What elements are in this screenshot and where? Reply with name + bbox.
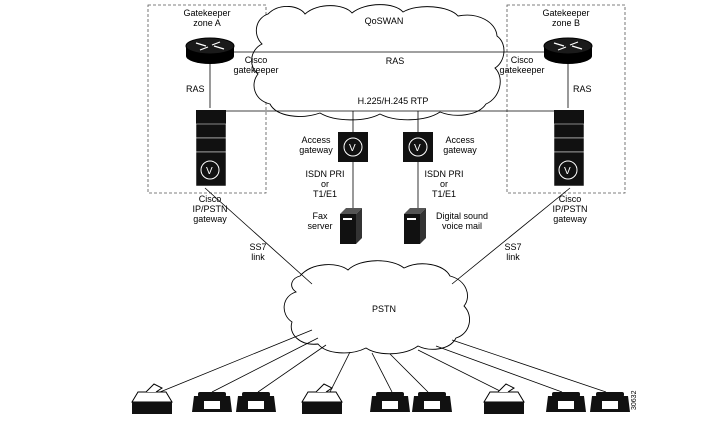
- router-icon: [543, 37, 593, 64]
- voicemail-label-1: Digital sound: [436, 211, 488, 221]
- phone-icon: [590, 392, 630, 412]
- ss7-left-label-2: link: [251, 252, 265, 262]
- ss7-right-line: [451, 187, 571, 285]
- zone-b-box: [506, 4, 626, 194]
- ras-label: RAS: [386, 56, 405, 66]
- zone-a-subtitle: zone A: [193, 18, 221, 28]
- isdn-right-label-1: ISDN PRI: [424, 169, 463, 179]
- phone-icon: [546, 392, 586, 412]
- access-left-label-2: gateway: [299, 145, 333, 155]
- pstn-drop-lines: [159, 329, 607, 393]
- phone-icon: [192, 392, 232, 412]
- fax-machine-icon: [483, 383, 525, 414]
- access-left-label-1: Access: [301, 135, 331, 145]
- isdn-left-label-1: ISDN PRI: [305, 169, 344, 179]
- phone-icon: [236, 392, 276, 412]
- terminals: [131, 383, 630, 414]
- fax-server-icon: [340, 208, 362, 244]
- gw-right-label-1: Cisco: [559, 194, 582, 204]
- fax-server-label-1: Fax: [312, 211, 328, 221]
- access-gateway-icon: V: [338, 132, 368, 162]
- access-right-label-1: Access: [445, 135, 475, 145]
- gk-right-label-1: Cisco: [511, 55, 534, 65]
- router-icon: [185, 37, 235, 64]
- svg-text:V: V: [206, 166, 213, 177]
- zone-b-subtitle: zone B: [552, 18, 580, 28]
- fax-machine-icon: [131, 383, 173, 414]
- phone-icon: [412, 392, 452, 412]
- h225-label: H.225/H.245 RTP: [358, 96, 429, 106]
- access-right-label-2: gateway: [443, 145, 477, 155]
- gk-left-label-1: Cisco: [245, 55, 268, 65]
- phone-icon: [370, 392, 410, 412]
- gateway-stack-icon: V: [553, 110, 585, 187]
- voicemail-server-icon: [404, 208, 426, 244]
- gw-right-label-3: gateway: [553, 214, 587, 224]
- figure-id: 30632: [631, 390, 638, 410]
- pstn-cloud-label: PSTN: [372, 304, 396, 314]
- isdn-right-label-2: or: [440, 179, 448, 189]
- ss7-right-label-1: SS7: [504, 242, 521, 252]
- ss7-left-label-1: SS7: [249, 242, 266, 252]
- wan-cloud: [251, 4, 505, 121]
- voicemail-label-2: voice mail: [442, 221, 482, 231]
- gw-left-label-3: gateway: [193, 214, 227, 224]
- ss7-right-label-2: link: [506, 252, 520, 262]
- ras-right-label: RAS: [573, 84, 592, 94]
- gk-right-label-2: gatekeeper: [499, 65, 544, 75]
- gk-left-label-2: gatekeeper: [233, 65, 278, 75]
- zone-a-title: Gatekeeper: [183, 8, 230, 18]
- fax-machine-icon: [301, 383, 343, 414]
- isdn-left-label-3: T1/E1: [313, 189, 337, 199]
- zone-b-title: Gatekeeper: [542, 8, 589, 18]
- ras-left-label: RAS: [186, 84, 205, 94]
- fax-server-label-2: server: [307, 221, 332, 231]
- isdn-right-label-3: T1/E1: [432, 189, 456, 199]
- gateway-stack-icon: V: [195, 110, 227, 187]
- gw-left-label-2: IP/PSTN: [192, 204, 227, 214]
- ss7-left-line: [204, 187, 313, 285]
- wan-cloud-label: QoSWAN: [365, 16, 404, 26]
- gw-left-label-1: Cisco: [199, 194, 222, 204]
- isdn-left-label-2: or: [321, 179, 329, 189]
- svg-text:V: V: [564, 166, 571, 177]
- access-gateway-icon: V: [403, 132, 433, 162]
- svg-text:V: V: [349, 143, 356, 154]
- gw-right-label-2: IP/PSTN: [552, 204, 587, 214]
- svg-text:V: V: [414, 143, 421, 154]
